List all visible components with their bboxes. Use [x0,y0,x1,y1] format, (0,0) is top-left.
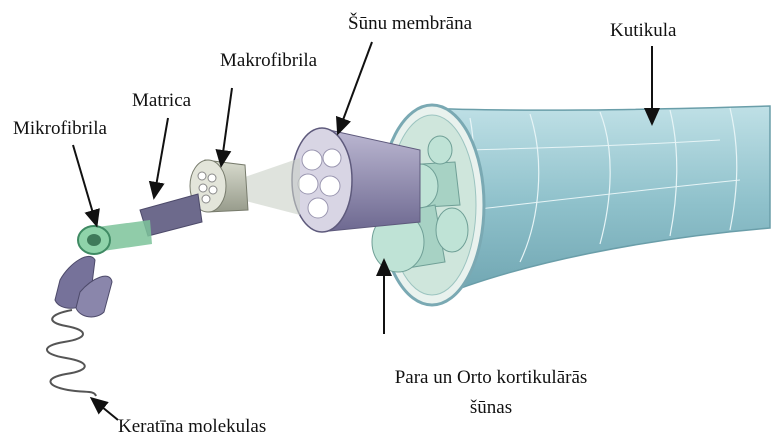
label-makrofibrila: Makrofibrila [220,50,317,72]
label-matrica: Matrica [132,90,191,112]
label-keratina-molekulas: Keratīna molekulas [118,416,266,438]
label-para-orto-line2: šūnas [346,397,636,419]
macrofibril [190,158,300,215]
label-mikrofibrila: Mikrofibrila [13,118,107,140]
microfibril [78,220,152,254]
label-kutikula: Kutikula [610,20,677,42]
label-para-orto-line1: Para un Orto kortikulārās [346,367,636,389]
keratin-molecules [47,256,112,396]
label-sunu-membrana: Šūnu membrāna [348,13,472,35]
